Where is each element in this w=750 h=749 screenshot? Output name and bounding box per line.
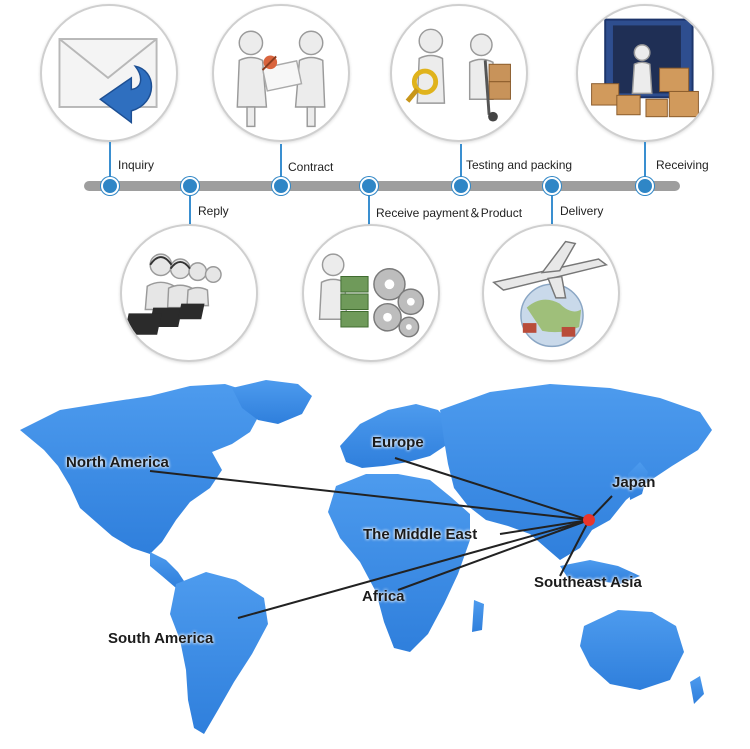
region-europe-label: Europe: [372, 434, 424, 451]
step-reply-circle: [120, 224, 258, 362]
world-map-graphic: [20, 380, 712, 734]
money-and-gears-icon: [318, 253, 425, 338]
new-zealand-shape: [690, 676, 704, 704]
inspection-packing-icon: [405, 28, 511, 122]
step-contract-label: Contract: [288, 160, 334, 174]
asia-shape: [440, 384, 712, 560]
timeline-node-contract: [272, 177, 290, 195]
japan-shape: [628, 462, 648, 500]
step-payment-circle: [302, 224, 440, 362]
step-payment-label: Receive payment＆Product: [376, 206, 523, 220]
south-america-shape: [170, 572, 268, 734]
central-america-shape: [150, 552, 186, 588]
timeline-node-inquiry: [101, 177, 119, 195]
greenland-shape: [232, 380, 312, 424]
timeline-node-reply: [181, 177, 199, 195]
region-africa-label: Africa: [362, 588, 405, 605]
step-reply-label: Reply: [198, 204, 229, 218]
timeline-node-testing: [452, 177, 470, 195]
step-contract-circle: [212, 4, 350, 142]
southeast-asia-islands-shape: [560, 560, 640, 584]
madagascar-shape: [472, 600, 484, 632]
step-inquiry-label: Inquiry: [118, 158, 155, 172]
step-inquiry-circle: [40, 4, 178, 142]
airplane-globe-icon: [492, 240, 609, 348]
region-south-america-label: South America: [108, 630, 214, 647]
timeline-bar: [84, 181, 680, 191]
step-delivery-label: Delivery: [560, 204, 604, 218]
africa-shape: [328, 474, 470, 652]
container-boxes-icon: [591, 18, 699, 118]
region-middle-east-label: The Middle East: [363, 526, 478, 543]
call-center-operators-icon: [124, 253, 222, 335]
origin-hub-marker: [583, 514, 595, 526]
region-north-america-label: North America: [66, 454, 169, 471]
timeline-node-delivery: [543, 177, 561, 195]
step-testing-circle: [390, 4, 528, 142]
north-america-shape: [20, 384, 262, 554]
continents: [20, 380, 712, 734]
contract-handshake-icon: [236, 30, 326, 128]
step-delivery-circle: [482, 224, 620, 362]
envelope-reply-icon: [58, 38, 158, 124]
region-southeast-asia-label: Southeast Asia: [534, 574, 642, 591]
step-receiving-circle: [576, 4, 714, 142]
timeline-node-receiving: [636, 177, 654, 195]
step-receiving-label: Receiving: [656, 158, 709, 172]
step-testing-label: Testing and packing: [466, 158, 573, 172]
timeline-node-payment: [360, 177, 378, 195]
export-world-map: North America Europe Japan The Middle Ea…: [0, 370, 750, 749]
australia-shape: [580, 610, 684, 690]
trade-route-lines: [149, 457, 613, 619]
region-japan-label: Japan: [612, 474, 656, 491]
europe-shape: [340, 404, 452, 468]
